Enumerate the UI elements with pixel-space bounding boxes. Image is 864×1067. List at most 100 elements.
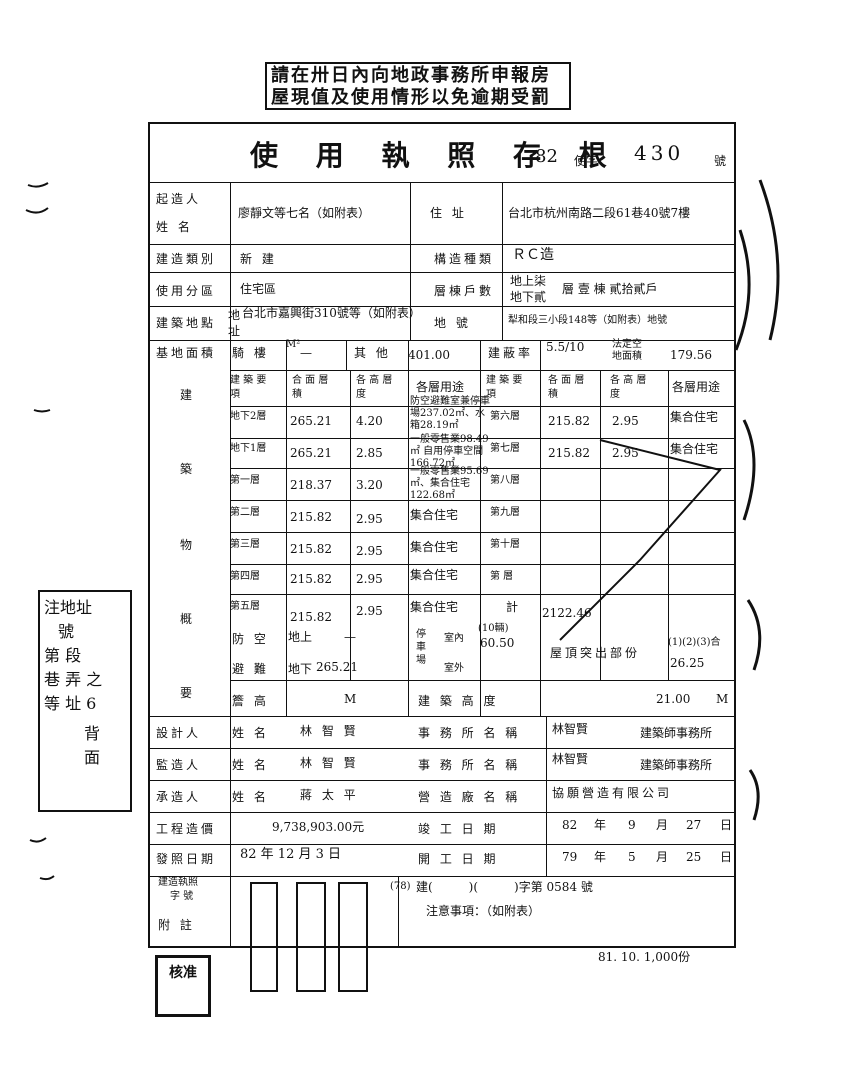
address-stamp-line-6: 背	[84, 724, 101, 743]
floors-above: 地上柒	[510, 274, 547, 288]
floor-row-4-height: 2.95	[356, 512, 383, 526]
license-word: 使字	[574, 154, 599, 168]
floor-row-7-name: 第五層	[230, 601, 260, 612]
floor-row-4-name: 第二層	[230, 507, 260, 518]
start-year-unit: 年	[594, 850, 607, 864]
construction-class: 新 建	[240, 252, 277, 266]
floor-row-1-area: 265.21	[290, 414, 332, 428]
address-stamp-line-1: 注地址	[44, 598, 93, 617]
zone-value: 住宅區	[240, 282, 277, 296]
floor-row-2-use-2: 集合住宅	[670, 442, 719, 456]
builder-name-label: 姓 名	[156, 220, 193, 234]
coverage-label: 建蔽率	[488, 346, 534, 360]
attachment-note: 注意事項：（如附表）	[426, 904, 541, 918]
floor-row-1-height-2: 2.95	[612, 414, 639, 428]
floor-row-3-height: 3.20	[356, 478, 383, 492]
floors-below: 地下貳	[510, 290, 547, 304]
floor-row-3-name-2: 第八層	[490, 475, 520, 486]
structure-type: ＲＣ造	[512, 247, 554, 263]
license-year: 82	[535, 146, 558, 167]
floor-row-1-area-2: 215.82	[548, 414, 590, 428]
building-height-value: 21.00	[656, 692, 691, 706]
site-area-label: 基地面積	[156, 346, 217, 360]
floor-row-5-height: 2.95	[356, 544, 383, 558]
lot-label: 地 號	[434, 316, 471, 330]
official-seal: 核准	[155, 955, 211, 1017]
parking-outdoor-label: 室外	[444, 663, 464, 674]
arcade-label: 騎 樓	[232, 346, 269, 360]
floor-row-5-name-2: 第十層	[490, 539, 520, 550]
start-year: 79	[562, 850, 578, 864]
floor-row-4-name-2: 第九層	[490, 507, 520, 518]
floor-row-6-area: 215.82	[290, 572, 332, 586]
designer-office-suffix: 建築師事務所	[640, 726, 713, 740]
section-char-1: 建	[180, 388, 193, 402]
floors-detail: 層 壹 棟 貳拾貳戶	[562, 282, 658, 296]
structure-label: 構造種類	[434, 252, 495, 266]
finish-month-unit: 月	[656, 818, 669, 832]
permit-label-1: 建造執照	[158, 877, 198, 888]
issue-date-label: 發照日期	[156, 852, 217, 866]
supervisor-office-suffix: 建築師事務所	[640, 758, 713, 772]
builder-label: 起造人	[156, 192, 202, 206]
building-height-unit: M	[716, 692, 729, 706]
section-char-5: 要	[180, 686, 193, 700]
coverage-value: 5.5/10	[546, 340, 585, 354]
roof-value: 26.25	[670, 656, 705, 670]
address-stamp-line-7: 面	[84, 748, 101, 767]
other-area-value: 401.00	[408, 348, 450, 362]
approval-stamp-3	[338, 882, 368, 992]
floor-row-6-name: 第四層	[230, 571, 260, 582]
supervisor-name-label: 姓 名	[232, 758, 269, 772]
floor-row-2-height-2: 2.95	[612, 446, 639, 460]
lot-value: 犁和段三小段148等（如附表）地號	[508, 315, 668, 326]
finish-month: 9	[628, 818, 636, 832]
roof-label: 屋頂突出部份	[550, 646, 641, 660]
contractor-label: 承造人	[156, 790, 202, 804]
finish-day-unit: 日	[720, 818, 733, 832]
floor-row-1-name-2: 第六層	[490, 411, 520, 422]
finish-date-label: 竣 工 日 期	[418, 822, 499, 836]
builder-name: 廖靜文等七名（如附表）	[238, 206, 371, 220]
builder-address-label: 住 址	[430, 206, 467, 220]
issue-date: 82 年 12 月 3 日	[240, 847, 342, 862]
notice-line-1: 請在卅日內向地政事務所申報房	[271, 65, 551, 86]
floor-row-2-name-2: 第七層	[490, 443, 520, 454]
site-prefix-2: 址	[228, 324, 241, 338]
site-label: 建築地點	[156, 316, 217, 330]
permit-prefix: (78)	[390, 881, 411, 892]
address-stamp-line-4: 巷 弄 之	[44, 670, 103, 689]
eaves-label: 簷 高	[232, 694, 269, 708]
floor-row-5-use: 集合住宅	[410, 540, 459, 554]
builder-address: 台北市杭州南路二段61巷40號7樓	[508, 206, 691, 220]
other-area-label: 其 他	[354, 346, 391, 360]
attachment-label: 附 註	[158, 918, 195, 932]
finish-day: 27	[686, 818, 702, 832]
address-stamp-line-3: 第 段	[44, 646, 82, 665]
supervisor-office-label: 事 務 所 名 稱	[418, 758, 521, 772]
seal-text: 核准	[169, 965, 197, 981]
floor-row-2-use: 一般零售業98.49㎡ 自用停車空間166.72㎡	[410, 434, 489, 469]
floor-row-4-use: 集合住宅	[410, 508, 459, 522]
floor-row-2-height: 2.85	[356, 446, 383, 460]
designer-name-label: 姓 名	[232, 726, 269, 740]
supervisor-name: 林 智 賢	[300, 756, 359, 770]
print-footer: 81. 10. 1,000份	[598, 950, 691, 964]
floor-row-7-height: 2.95	[356, 604, 383, 618]
header-area-2: 各 面 層 積	[548, 375, 585, 400]
designer-office: 林智賢	[552, 722, 589, 736]
floor-row-3-name: 第一層	[230, 475, 260, 486]
floor-row-6-use: 集合住宅	[410, 568, 459, 582]
floor-row-7-area-2: 2122.46	[542, 606, 592, 620]
supervisor-label: 監造人	[156, 758, 202, 772]
header-height-2: 各 高 層 度	[610, 375, 647, 400]
designer-label: 設計人	[156, 726, 202, 740]
shelter-above-label: 地上	[288, 630, 313, 644]
designer-office-label: 事 務 所 名 稱	[418, 726, 521, 740]
shelter-label-2: 避 難	[232, 662, 269, 676]
approval-stamp-2	[296, 882, 326, 992]
floor-row-7-name-2: 計	[506, 600, 519, 614]
notice-line-2: 屋現值及使用情形以免逾期受罰	[271, 87, 551, 108]
parking-label: 停車場	[416, 629, 426, 666]
